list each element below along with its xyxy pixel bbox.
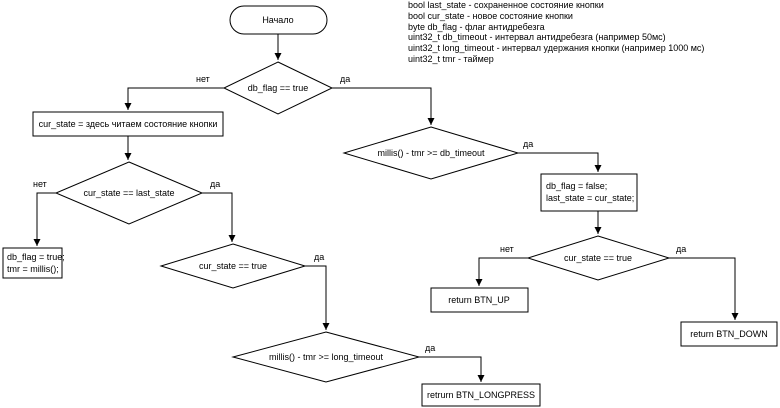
- edge-state-equal-no: [33, 192, 56, 246]
- timeout-check-diamond: [342, 126, 520, 180]
- label-db-flag-no: нет: [196, 74, 210, 84]
- read-state-box: [32, 111, 224, 137]
- start-node: Начало: [229, 5, 328, 35]
- edge-db-flag-yes: [332, 87, 435, 125]
- longpress-check-label: millis() - tmr >= long_timeout: [269, 352, 384, 362]
- state-equal-check-diamond: [54, 161, 204, 225]
- return-down-node: return BTN_DOWN: [680, 321, 778, 347]
- edge-labels: нет да да нет да да нет да да: [33, 74, 686, 353]
- reset-flag-state-line-1: db_flag = false;: [546, 181, 607, 191]
- state-true-check-left-node: cur_state == true: [159, 243, 307, 289]
- state-equal-check-label: cur_state == last_state: [83, 188, 174, 198]
- label-state-equal-no: нет: [33, 179, 47, 189]
- db-flag-check-label: db_flag == true: [248, 83, 309, 93]
- label-state-true-right-no: нет: [500, 244, 514, 254]
- longpress-check-diamond: [231, 331, 421, 383]
- legend-line: uint32_t db_timeout - интервал антидребе…: [408, 32, 666, 43]
- state-equal-check-node: cur_state == last_state: [54, 161, 204, 225]
- start-label: Начало: [262, 15, 293, 25]
- timeout-check-label: millis() - tmr >= db_timeout: [377, 148, 485, 158]
- return-up-box: [430, 287, 529, 313]
- state-true-check-right-diamond: [526, 235, 671, 281]
- return-down-box: [680, 321, 778, 347]
- edge-db-flag-no: [124, 87, 224, 110]
- legend-line: byte db_flag - флаг антидребезга: [408, 21, 545, 32]
- edge-timeout-yes: [518, 152, 602, 172]
- timeout-check-node: millis() - tmr >= db_timeout: [342, 126, 520, 180]
- return-longpress-label: retrurn BTN_LONGPRESS: [427, 390, 535, 400]
- longpress-check-node: millis() - tmr >= long_timeout: [231, 331, 421, 383]
- variable-legend: bool last_state - сохраненное состояние …: [408, 0, 780, 65]
- legend-line: uint32_t tmr - таймер: [408, 53, 494, 64]
- db-flag-check-diamond: [222, 61, 334, 115]
- return-longpress-box: [421, 383, 541, 407]
- label-db-flag-yes: да: [340, 74, 350, 84]
- edge-longpress-yes: [419, 356, 485, 382]
- state-true-check-left-diamond: [159, 243, 307, 289]
- legend-line: bool cur_state - новое состояние кнопки: [408, 10, 573, 21]
- reset-flag-state-line-2: last_state = cur_state;: [546, 193, 634, 203]
- label-longpress-yes: да: [425, 343, 435, 353]
- edges: [33, 34, 739, 382]
- state-true-check-right-node: cur_state == true: [526, 235, 671, 281]
- edge-state-equal-yes: [202, 192, 236, 242]
- state-true-check-right-label: cur_state == true: [564, 253, 632, 263]
- return-longpress-node: retrurn BTN_LONGPRESS: [421, 383, 541, 407]
- label-state-equal-yes: да: [210, 179, 220, 189]
- label-timeout-yes: да: [523, 139, 533, 149]
- read-state-label: cur_state = здесь читаем состояние кнопк…: [39, 119, 218, 129]
- set-flag-timer-node: db_flag = true; tmr = millis();: [2, 247, 65, 279]
- edge-state-true-right-yes: [669, 257, 739, 320]
- read-state-node: cur_state = здесь читаем состояние кнопк…: [32, 111, 224, 137]
- return-down-label: return BTN_DOWN: [690, 329, 768, 339]
- edge-state-true-right-no: [475, 257, 528, 286]
- label-state-true-right-yes: да: [676, 244, 686, 254]
- return-up-node: return BTN_UP: [430, 287, 529, 313]
- set-flag-timer-box: [2, 247, 63, 279]
- set-flag-timer-line-1: db_flag = true;: [7, 252, 65, 262]
- start-terminator: [229, 5, 328, 35]
- edge-state-true-left-yes: [305, 265, 330, 330]
- legend-line: uint32_t long_timeout - интервал удержан…: [408, 43, 705, 54]
- set-flag-timer-line-2: tmr = millis();: [7, 264, 59, 274]
- reset-flag-state-box: [540, 173, 638, 212]
- legend-line: bool last_state - сохраненное состояние …: [408, 0, 604, 10]
- reset-flag-state-node: db_flag = false; last_state = cur_state;: [540, 173, 638, 212]
- return-up-label: return BTN_UP: [448, 295, 510, 305]
- label-state-true-left-yes: да: [314, 252, 324, 262]
- db-flag-check-node: db_flag == true: [222, 61, 334, 115]
- state-true-check-left-label: cur_state == true: [199, 261, 267, 271]
